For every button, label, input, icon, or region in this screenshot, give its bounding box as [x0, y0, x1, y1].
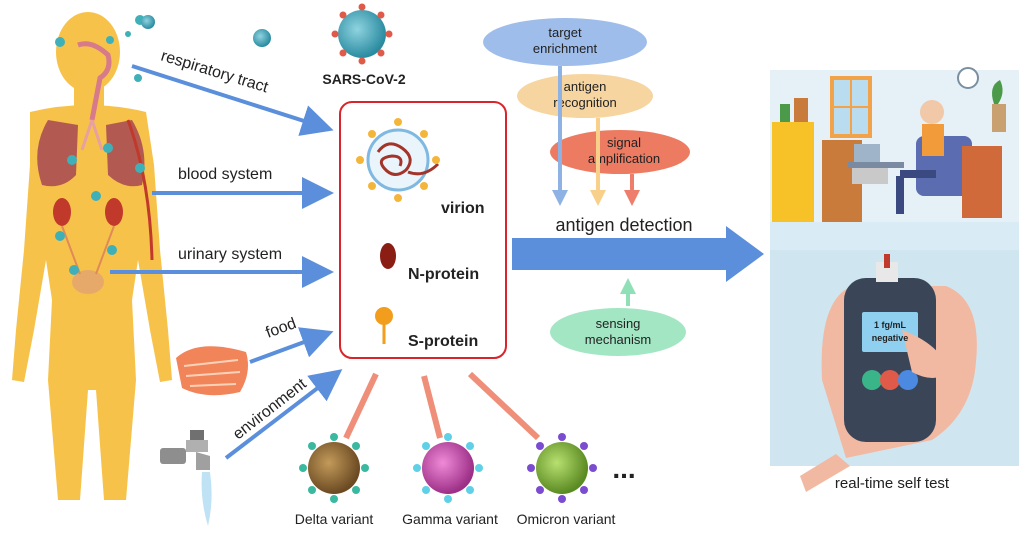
more-variants-ellipsis: ... — [612, 453, 635, 484]
antigen-detection-label: antigen detection — [555, 215, 692, 235]
route-label-food: food — [264, 315, 299, 342]
human-body-illustration — [12, 12, 172, 500]
virion-label: virion — [441, 200, 485, 217]
target-enrichment-label-line2: enrichment — [533, 41, 598, 56]
delta-variant-icon — [299, 433, 369, 503]
antigen-recognition-label-line2: recognition — [553, 95, 617, 110]
sensing-up-arrow — [620, 278, 636, 306]
route-label-blood: blood system — [178, 166, 272, 183]
route-label-respiratory: respiratory tract — [159, 48, 271, 97]
omicron-variant-icon — [527, 433, 597, 503]
n-protein-label: N-protein — [408, 266, 479, 283]
s-protein-icon — [375, 307, 393, 344]
signal-amplification-label-line2: amplification — [588, 151, 660, 166]
route-arrows — [110, 64, 343, 460]
omicron-variant-label: Omicron variant — [517, 511, 616, 527]
delta-variant-label: Delta variant — [295, 511, 374, 527]
n-protein-icon — [380, 243, 396, 269]
signal-amplification-label-line1: signal — [607, 135, 641, 150]
hand-device-illustration — [770, 250, 1019, 492]
self-test-caption: real-time self test — [835, 475, 950, 492]
device-reading-value: 1 fg/mL — [874, 320, 907, 330]
virion-icon — [356, 118, 440, 202]
target-box — [339, 101, 507, 359]
route-label-urinary: urinary system — [178, 246, 282, 263]
faucet-environment-image — [160, 430, 212, 526]
sars-cov-2-label: SARS-CoV-2 — [322, 71, 405, 87]
sensing-mechanism-label-line1: sensing — [596, 316, 641, 331]
virus-particle-small-2 — [253, 29, 271, 47]
main-detection-arrow — [512, 226, 764, 282]
s-protein-label: S-protein — [408, 333, 478, 350]
salmon-food-image — [176, 346, 248, 396]
target-enrichment-label-line1: target — [548, 25, 582, 40]
gamma-variant-icon — [413, 433, 483, 503]
process-down-arrows — [552, 66, 640, 206]
variant-arrows — [343, 371, 541, 441]
sars-cov-2-virus-icon — [331, 3, 393, 65]
home-scene-illustration — [770, 67, 1019, 250]
gamma-variant-label: Gamma variant — [402, 511, 498, 527]
process-ellipses — [483, 18, 690, 356]
antigen-recognition-label-line1: antigen — [564, 79, 607, 94]
device-reading-result: negative — [872, 333, 909, 343]
virus-particle-small-1 — [141, 15, 155, 29]
sensing-mechanism-label-line2: mechanism — [585, 332, 651, 347]
